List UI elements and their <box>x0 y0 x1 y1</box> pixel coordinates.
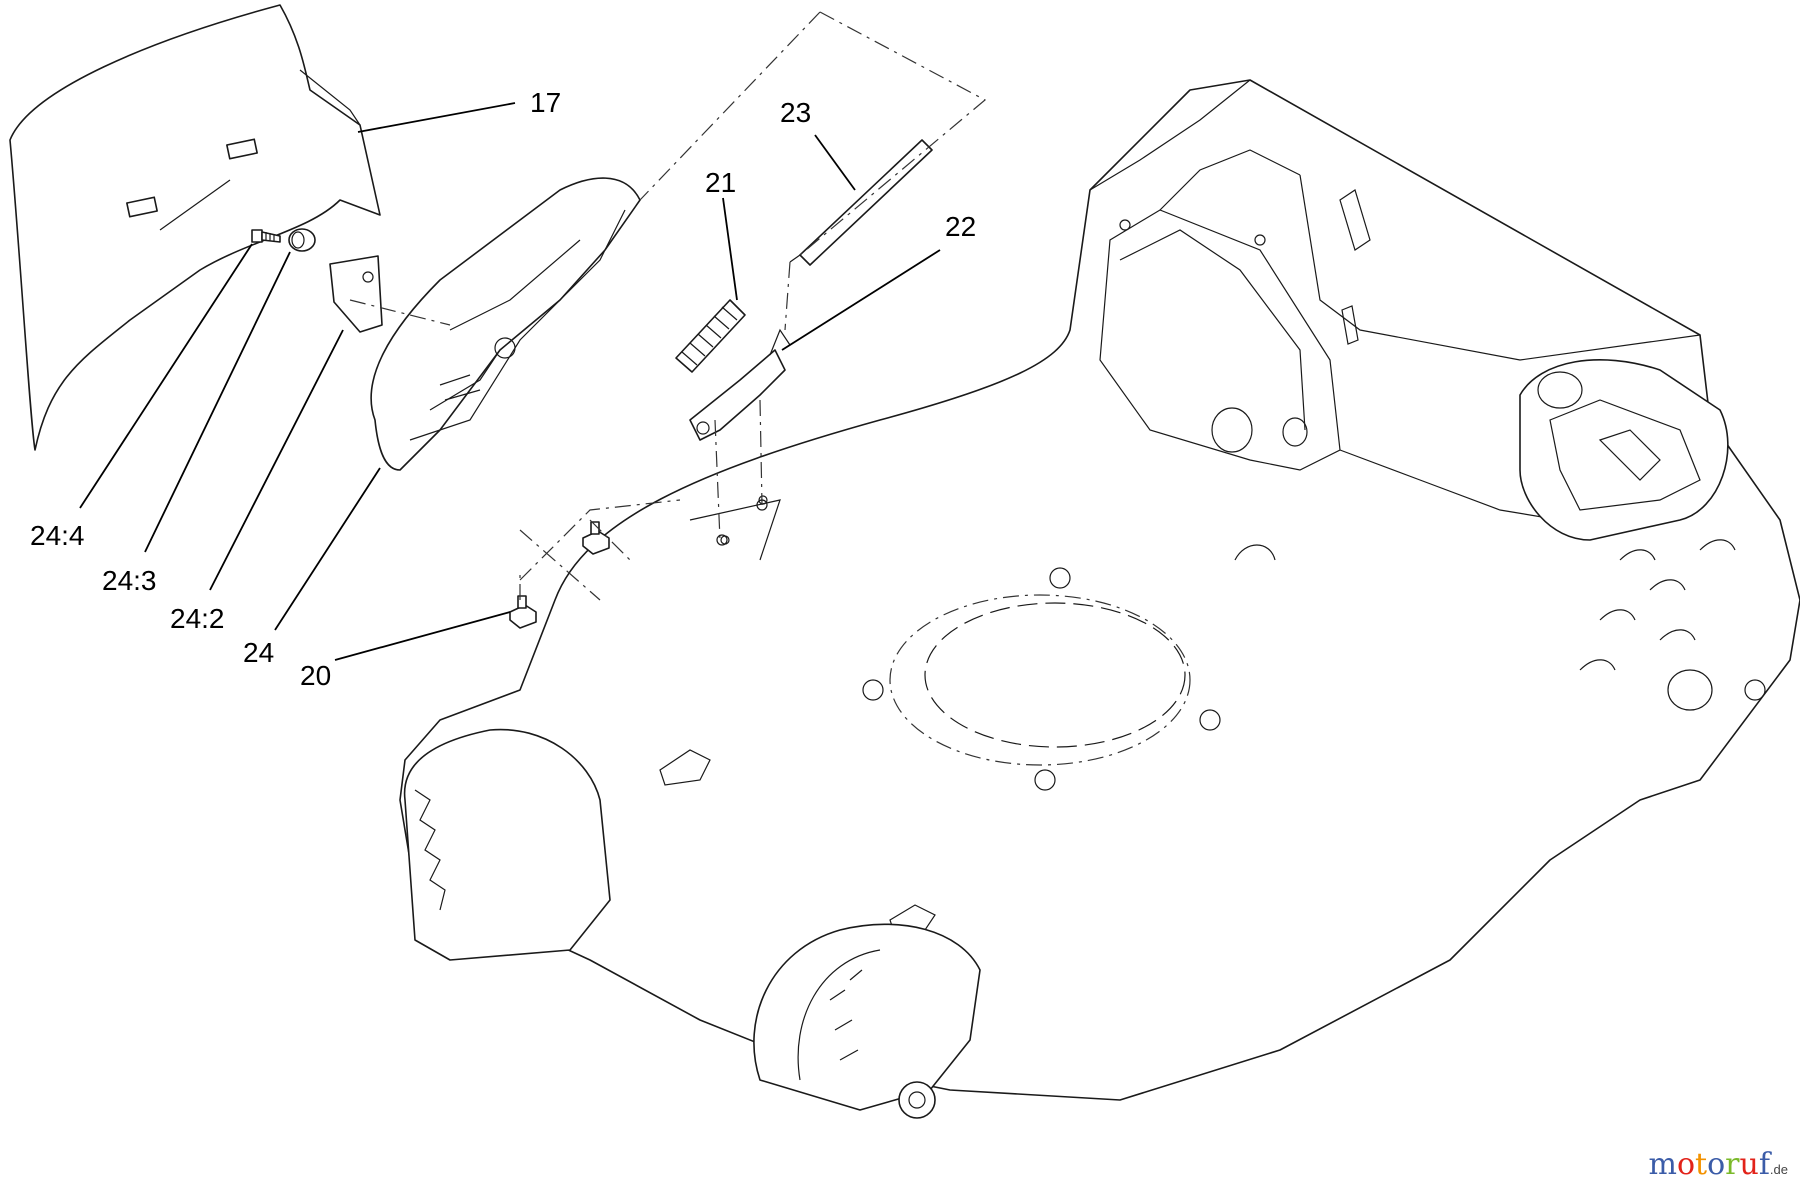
bolt-part-20 <box>509 521 610 629</box>
watermark-logo: motoruf.de <box>1649 1147 1789 1182</box>
watermark-letter: m <box>1648 1147 1677 1182</box>
assembly-lines <box>349 11 987 601</box>
watermark-letters: motoruf <box>1649 1147 1770 1182</box>
watermark-letter: u <box>1739 1147 1759 1182</box>
watermark-letter: o <box>1676 1147 1696 1182</box>
mower-deck <box>399 79 1800 1119</box>
callout-21: 21 <box>705 167 736 198</box>
leader-lines <box>79 102 941 661</box>
watermark-letter: r <box>1725 1147 1740 1182</box>
callout-labels: 17 23 21 22 24:4 24:3 24:2 24 20 <box>30 87 976 691</box>
watermark-suffix: .de <box>1769 1162 1788 1177</box>
spring-part-21 <box>675 299 746 373</box>
watermark-letter: o <box>1707 1147 1726 1182</box>
callout-17: 17 <box>530 87 561 118</box>
watermark-letter: t <box>1695 1147 1708 1182</box>
washer-part-24-3 <box>288 228 316 252</box>
callout-24: 24 <box>243 637 274 668</box>
callout-24-4: 24:4 <box>30 520 85 551</box>
callout-22: 22 <box>945 211 976 242</box>
callout-23: 23 <box>780 97 811 128</box>
latch-assembly-part-24 <box>370 177 641 471</box>
plate-part-24-2 <box>329 255 383 333</box>
rod-part-23 <box>789 139 933 266</box>
watermark-letter: f <box>1758 1147 1770 1182</box>
callout-24-3: 24:3 <box>102 565 157 596</box>
screw-part-24-4 <box>251 229 281 243</box>
bracket-part-22 <box>689 328 791 441</box>
callout-20: 20 <box>300 660 331 691</box>
callout-24-2: 24:2 <box>170 603 225 634</box>
discharge-flap-part-17 <box>9 4 381 451</box>
